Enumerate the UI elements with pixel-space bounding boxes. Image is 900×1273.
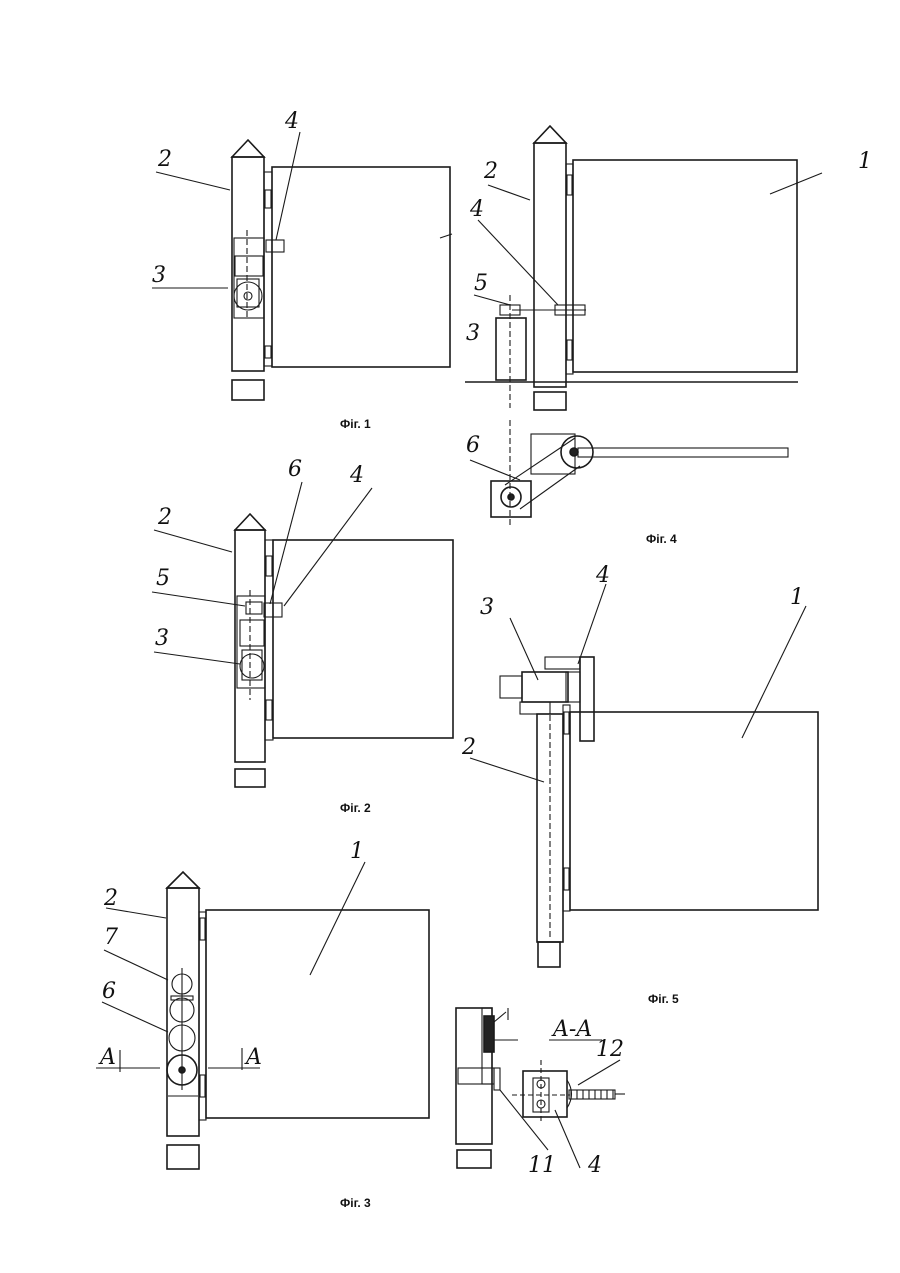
fig2-caption: Фіг. 2: [340, 801, 371, 815]
fig4-label-4: 4: [469, 197, 484, 222]
fig5-label-1: 1: [790, 585, 804, 610]
fig3-label-6: 6: [102, 979, 116, 1004]
fig4-label-3: 3: [466, 321, 480, 346]
figure-5: 3 4 1 2 Фіг. 5: [461, 563, 818, 1006]
figure-1: 2 3 4 Фіг. 1: [152, 109, 452, 431]
fig3-label-a-left: A: [98, 1045, 116, 1070]
figure-2: 2 5 3 6 4 Фіг. 2: [152, 457, 453, 815]
fig4-label-2: 2: [483, 159, 498, 184]
fig1-label-4: 4: [284, 109, 299, 134]
fig1-caption: Фіг. 1: [340, 417, 371, 431]
fig4-label-5: 5: [474, 271, 488, 296]
fig3-label-a-right: A: [244, 1045, 262, 1070]
fig2-label-3: 3: [155, 626, 169, 651]
fig3-label-2: 2: [103, 886, 118, 911]
section-label-11: 11: [528, 1153, 556, 1178]
fig2-label-2: 2: [157, 505, 172, 530]
fig5-label-3: 3: [480, 595, 494, 620]
fig4-label-1: 1: [858, 149, 872, 174]
fig5-caption: Фіг. 5: [648, 992, 679, 1006]
figure-3: 2 7 6 1 A A Фіг. 3: [96, 839, 429, 1210]
fig2-label-4: 4: [349, 463, 364, 488]
fig3-label-1: 1: [350, 839, 364, 864]
section-label-4: 4: [587, 1153, 602, 1178]
fig2-label-6: 6: [288, 457, 302, 482]
fig1-label-2: 2: [157, 147, 172, 172]
fig4-caption: Фіг. 4: [646, 532, 677, 546]
fig3-caption: Фіг. 3: [340, 1196, 371, 1210]
section-a-a: A-A 12 11 4: [456, 1008, 625, 1178]
figure-4: 2 4 5 3 1 6 Фіг. 4: [465, 126, 872, 546]
section-label-12: 12: [596, 1037, 624, 1062]
section-label-a-a: A-A: [551, 1017, 592, 1042]
fig5-label-4: 4: [595, 563, 610, 588]
fig5-label-2: 2: [461, 735, 476, 760]
fig2-label-5: 5: [156, 566, 170, 591]
fig4-label-6: 6: [466, 433, 480, 458]
fig3-label-7: 7: [104, 925, 118, 950]
fig1-label-3: 3: [152, 263, 166, 288]
